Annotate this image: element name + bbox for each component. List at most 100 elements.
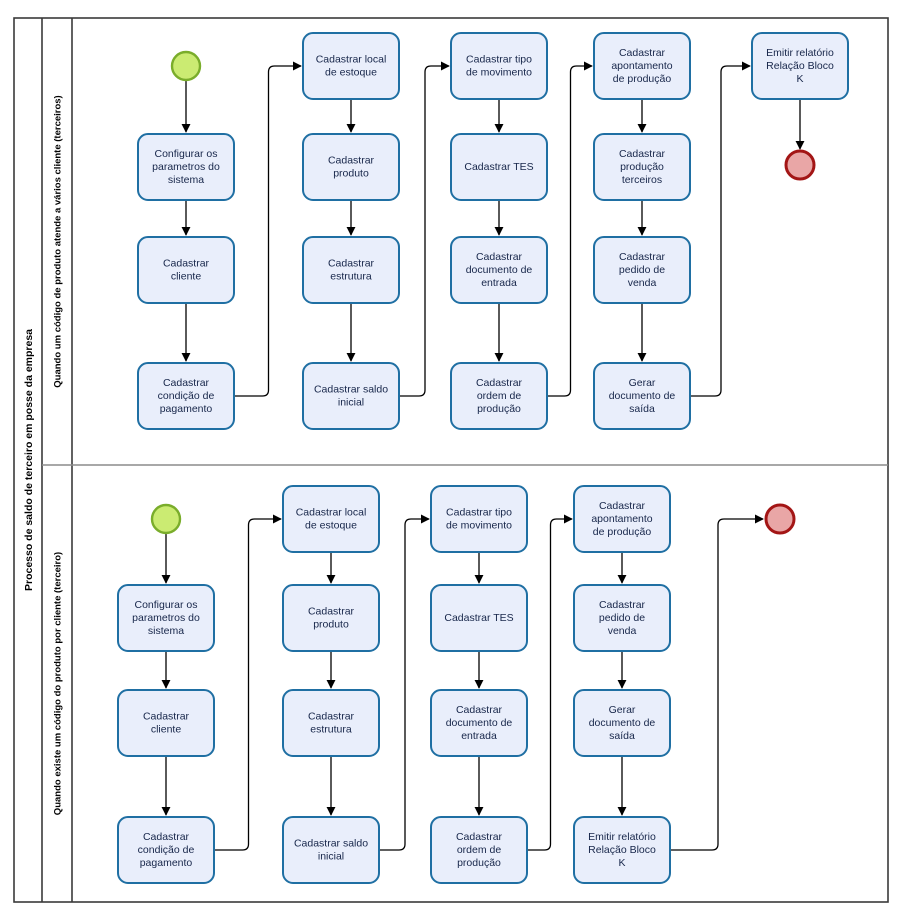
top-flow-col2-to-col3: [547, 61, 593, 397]
top-task-c2-r3-label: Cadastrar: [476, 377, 523, 389]
bottom-task-c3-r1-shape[interactable]: [573, 584, 671, 652]
top-task-c0-r1-label: cliente: [171, 270, 202, 282]
top-task-c3-r3-shape[interactable]: [593, 362, 691, 430]
top-task-c3-r2-shape[interactable]: [593, 236, 691, 304]
top-task-c1-r3-label: inicial: [338, 396, 364, 408]
bottom-task-c3-r3-label: K: [618, 857, 625, 869]
bottom-task-c1-r2-label: estrutura: [310, 723, 352, 735]
pool-frame-layer: [13, 17, 889, 903]
top-task-c1-r3-shape[interactable]: [302, 362, 400, 430]
bottom-task-c1-r1-shape[interactable]: [282, 584, 380, 652]
top-task-c0-r1-shape[interactable]: [137, 236, 235, 304]
top-task-c0-r0-label: Configurar os: [154, 148, 217, 160]
top-task-c0-r0-label: sistema: [168, 174, 204, 186]
bottom-task-c1-r2-shape[interactable]: [282, 689, 380, 757]
bottom-task-c1-r0-label: Cadastrar local: [296, 506, 367, 518]
top-task-c0-r2-shape[interactable]: [137, 362, 235, 430]
bottom-task-c0-r0-shape[interactable]: [117, 584, 215, 652]
bottom-task-c2-r3-shape[interactable]: [430, 816, 528, 884]
top-task-c3-r1-label: Cadastrar: [619, 148, 666, 160]
bottom-task-c1-r3-shape[interactable]: [282, 816, 380, 884]
top-task-c0-r0-shape[interactable]: [137, 133, 235, 201]
bottom-task-c3-r1-label: pedido de: [599, 612, 645, 624]
top-task-c2-r1-shape[interactable]: [450, 133, 548, 201]
top-task-c2-r0-shape[interactable]: [450, 32, 548, 100]
top-task-c1-r1-shape[interactable]: [302, 133, 400, 201]
top-task-c0-r0-label: parametros do: [152, 161, 220, 173]
bottom-task-c2-r2-label: documento de: [446, 717, 513, 729]
top-task-c0-r2-label: pagamento: [160, 403, 213, 415]
top-flow-col3-to-col4: [690, 61, 751, 397]
top-task-c3-r2-label: Cadastrar: [619, 251, 666, 263]
top-task-c2-r3-shape[interactable]: [450, 362, 548, 430]
bottom-task-c0-r1-shape[interactable]: [117, 689, 215, 757]
sequence-flow-layer: [161, 61, 805, 851]
bottom-end-event[interactable]: [764, 503, 796, 535]
bottom-task-c0-r2-shape[interactable]: [117, 816, 215, 884]
top-task-c3-r2-label: pedido de: [619, 264, 665, 276]
bottom-task-c2-r2-shape[interactable]: [430, 689, 528, 757]
top-task-c1-r0-label: de estoque: [325, 66, 377, 78]
bottom-task-c3-r1-label: venda: [608, 625, 637, 637]
top-task-c4-r0-shape[interactable]: [751, 32, 849, 100]
bottom-task-c3-r3-shape[interactable]: [573, 816, 671, 884]
bottom-task-c2-r1-shape[interactable]: [430, 584, 528, 652]
bottom-task-c3-r2-shape[interactable]: [573, 689, 671, 757]
bottom-task-c0-r2-label: condição de: [138, 844, 195, 856]
top-task-c3-r1-shape[interactable]: [593, 133, 691, 201]
bottom-task-c0-r2-label: Cadastrar: [143, 831, 190, 843]
top-task-c3-r0-label: apontamento: [611, 60, 672, 72]
top-task-c3-r3-label: saída: [629, 403, 655, 415]
bottom-task-c3-r0-shape[interactable]: [573, 485, 671, 553]
bottom-task-c2-r1[interactable]: Cadastrar TES: [430, 584, 528, 652]
top-task-c2-r2-shape[interactable]: [450, 236, 548, 304]
bottom-task-c3-r2-label: documento de: [589, 717, 656, 729]
bottom-task-c1-r0-shape[interactable]: [282, 485, 380, 553]
bottom-task-c2-r2-label: entrada: [461, 730, 497, 742]
top-task-c1-r1-label: Cadastrar: [328, 154, 375, 166]
bottom-start-event[interactable]: [150, 503, 182, 535]
bottom-task-c2-r0-shape[interactable]: [430, 485, 528, 553]
top-task-c3-r0-shape[interactable]: [593, 32, 691, 100]
top-task-c1-r0-shape[interactable]: [302, 32, 400, 100]
bottom-task-c1-r1-label: Cadastrar: [308, 605, 355, 617]
bottom-task-c3-r3-label: Emitir relatório: [588, 831, 656, 843]
top-start-event[interactable]: [170, 50, 202, 82]
pool-title: Processo de saldo de terceiro em posse d…: [23, 329, 35, 591]
bottom-task-c1-r2-label: Cadastrar: [308, 710, 355, 722]
top-end-event[interactable]: [784, 149, 816, 181]
top-task-c1-r2-shape[interactable]: [302, 236, 400, 304]
top-task-c2-r3-label: produção: [477, 403, 521, 415]
top-task-c2-r1[interactable]: Cadastrar TES: [450, 133, 548, 201]
